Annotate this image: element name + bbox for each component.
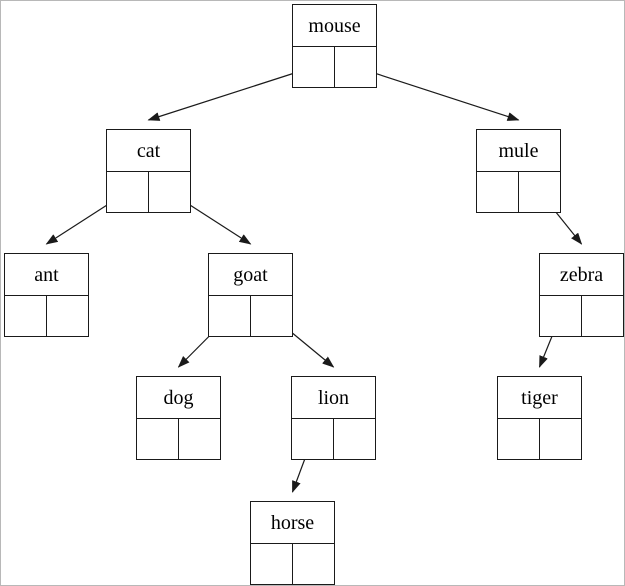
left-pointer-cell: [137, 419, 179, 459]
pointer-row: [477, 172, 560, 212]
tree-node-horse: horse: [250, 501, 335, 585]
tree-node-dog: dog: [136, 376, 221, 460]
node-label: zebra: [540, 254, 623, 296]
left-pointer-cell: [498, 419, 540, 459]
right-pointer-cell: [334, 419, 375, 459]
right-pointer-cell: [179, 419, 220, 459]
tree-node-ant: ant: [4, 253, 89, 337]
right-pointer-cell: [251, 296, 292, 336]
node-label: dog: [137, 377, 220, 419]
right-pointer-cell: [293, 544, 334, 584]
tree-node-lion: lion: [291, 376, 376, 460]
pointer-row: [293, 47, 376, 87]
node-label: lion: [292, 377, 375, 419]
left-pointer-cell: [292, 419, 334, 459]
pointer-row: [251, 544, 334, 584]
node-label: goat: [209, 254, 292, 296]
pointer-row: [107, 172, 190, 212]
right-pointer-cell: [47, 296, 88, 336]
node-label: mouse: [293, 5, 376, 47]
right-pointer-cell: [335, 47, 376, 87]
tree-node-mule: mule: [476, 129, 561, 213]
pointer-row: [5, 296, 88, 336]
pointer-row: [137, 419, 220, 459]
tree-node-tiger: tiger: [497, 376, 582, 460]
pointer-row: [498, 419, 581, 459]
node-label: ant: [5, 254, 88, 296]
tree-node-cat: cat: [106, 129, 191, 213]
left-pointer-cell: [251, 544, 293, 584]
node-label: tiger: [498, 377, 581, 419]
pointer-row: [292, 419, 375, 459]
tree-node-goat: goat: [208, 253, 293, 337]
node-label: horse: [251, 502, 334, 544]
left-pointer-cell: [107, 172, 149, 212]
node-label: mule: [477, 130, 560, 172]
right-pointer-cell: [519, 172, 560, 212]
pointer-row: [540, 296, 623, 336]
right-pointer-cell: [149, 172, 190, 212]
left-pointer-cell: [5, 296, 47, 336]
right-pointer-cell: [582, 296, 623, 336]
left-pointer-cell: [293, 47, 335, 87]
tree-node-zebra: zebra: [539, 253, 624, 337]
node-label: cat: [107, 130, 190, 172]
left-pointer-cell: [209, 296, 251, 336]
left-pointer-cell: [540, 296, 582, 336]
left-pointer-cell: [477, 172, 519, 212]
pointer-row: [209, 296, 292, 336]
right-pointer-cell: [540, 419, 581, 459]
tree-node-mouse: mouse: [292, 4, 377, 88]
